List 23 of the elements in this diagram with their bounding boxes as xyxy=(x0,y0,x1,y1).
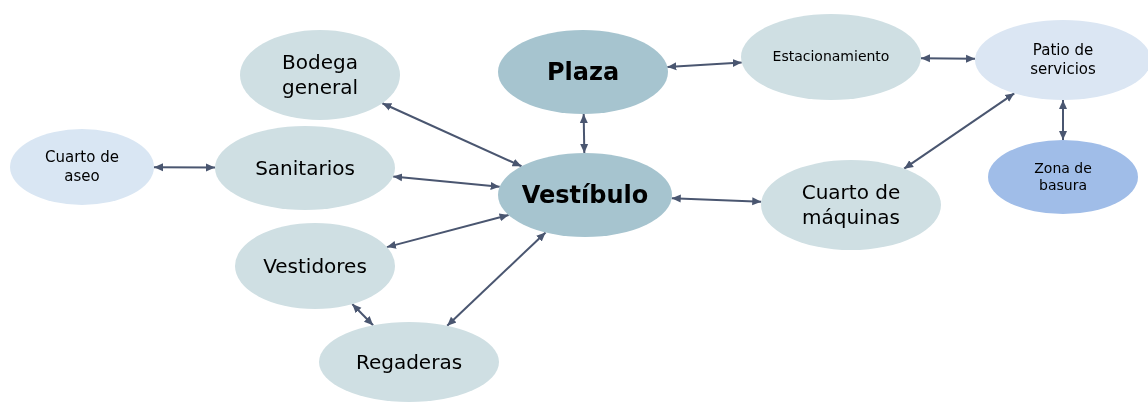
double-arrow xyxy=(351,303,375,327)
double-arrow xyxy=(381,102,523,168)
node-label: Cuarto de aseo xyxy=(44,148,120,186)
node-label: Patio de servicios xyxy=(1029,41,1097,79)
double-arrow xyxy=(670,194,763,206)
double-arrow xyxy=(579,113,589,154)
double-arrow xyxy=(153,163,216,172)
double-arrow xyxy=(385,213,510,249)
node-label: Regaderas xyxy=(355,349,463,375)
node-label: Estacionamiento xyxy=(772,48,890,66)
node-label: Vestidores xyxy=(263,253,367,279)
node-label: Plaza xyxy=(546,57,620,87)
node-label: Cuarto de máquinas xyxy=(800,180,902,230)
double-arrow xyxy=(392,173,501,190)
double-arrow xyxy=(1059,99,1067,141)
double-arrow xyxy=(903,92,1016,170)
node-label: Bodega general xyxy=(281,50,359,100)
node-label: Sanitarios xyxy=(255,155,355,181)
double-arrow xyxy=(666,58,743,71)
double-arrow xyxy=(919,54,977,63)
double-arrow xyxy=(446,231,547,327)
node-label: Vestíbulo xyxy=(521,180,649,210)
node-label: Zona de basura xyxy=(1033,159,1093,195)
